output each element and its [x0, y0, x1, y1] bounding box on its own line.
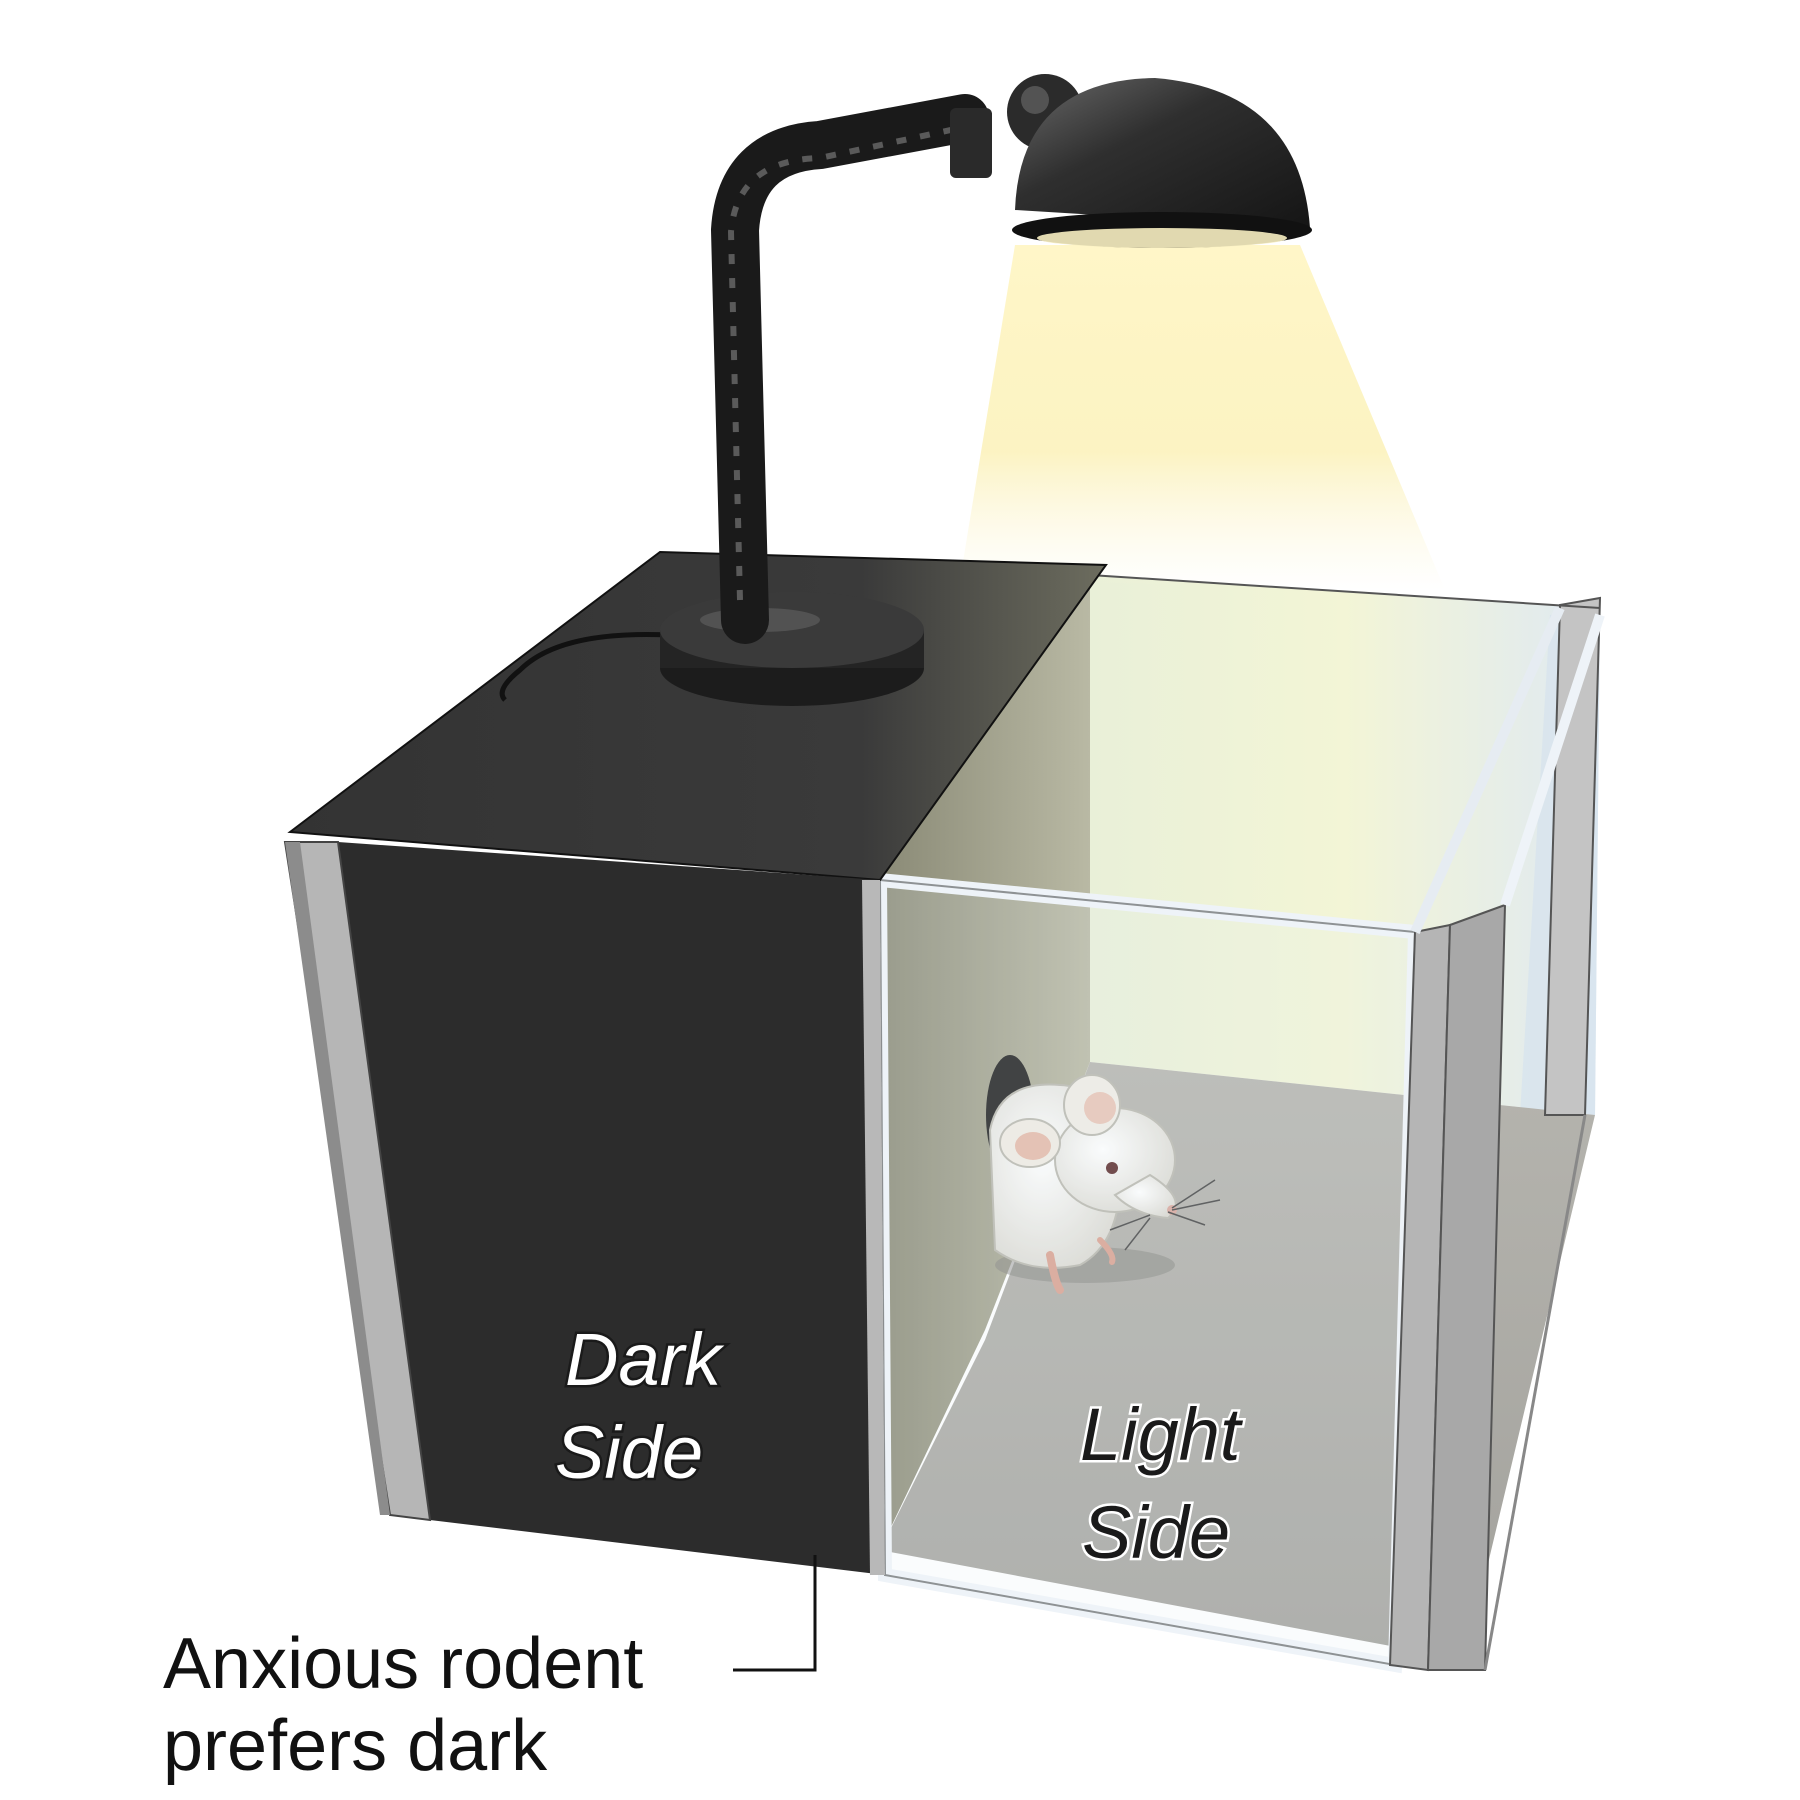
- light-side-label-line1: Light: [1080, 1393, 1244, 1476]
- dark-front-wall: [338, 842, 885, 1575]
- dark-side-label-line1: Dark: [565, 1318, 725, 1401]
- frame-posts: [1089, 574, 1605, 1672]
- dark-side-label-line2: Side: [555, 1411, 703, 1494]
- callout-line1: Anxious rodent: [163, 1624, 643, 1704]
- light-side-label-line2: Side: [1082, 1491, 1230, 1574]
- desk-lamp-icon: [499, 74, 1312, 706]
- partition-wall: [880, 575, 1090, 1550]
- callout: Anxious rodent prefers dark: [163, 1555, 817, 1786]
- callout-line2: prefers dark: [163, 1706, 548, 1786]
- mouse-icon: [988, 1074, 1221, 1294]
- callout-leader-line: [733, 1555, 817, 1672]
- light-beam: [960, 245, 1445, 590]
